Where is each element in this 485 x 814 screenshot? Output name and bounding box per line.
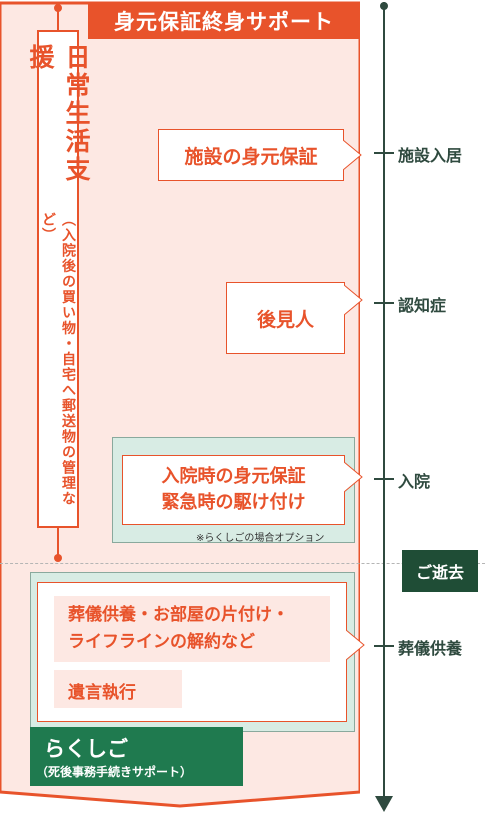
rakushigo-row3: 遺言執行 <box>68 683 136 703</box>
callout-guardian-label: 後見人 <box>256 308 314 331</box>
callout-hospital-pointer <box>344 462 363 492</box>
rakushigo-row1: 葬儀供養・お部屋の片付け・ <box>68 605 289 625</box>
option-note: ※らくしごの場合オプション <box>196 533 325 544</box>
timeline-label-funeral: 葬儀供養 <box>398 639 463 658</box>
daily-support-subtitle: （入院後の買い物・自宅へ郵送物の管理など） <box>40 212 76 507</box>
title: 身元保証終身サポート <box>114 10 334 34</box>
rakushigo-name: らくしご <box>44 737 128 761</box>
callout-facility-pointer <box>343 140 362 170</box>
timeline-tick-funeral <box>374 645 394 647</box>
callout-hospital-line2: 緊急時の駆け付け <box>161 492 306 513</box>
rakushigo-pointer <box>346 630 365 660</box>
departure-badge: ご逝去 <box>402 550 478 592</box>
callout-hospital-line1: 入院時の身元保証 <box>161 466 306 487</box>
departure-label: ご逝去 <box>415 563 464 582</box>
callout-hospital: 入院時の身元保証 緊急時の駆け付け <box>122 455 345 525</box>
callout-guardian-pointer <box>344 285 363 315</box>
rakushigo-row-funeral: 葬儀供養・お部屋の片付け・ ライフラインの解約など <box>54 596 330 662</box>
callout-facility-label: 施設の身元保証 <box>184 145 318 168</box>
rakushigo-name-band: らくしご （死後事務手続きサポート） <box>30 727 243 786</box>
daily-support-title: 日常生活支援 <box>26 44 91 184</box>
timeline-tick-facility <box>374 152 394 154</box>
timeline-label-hospital: 入院 <box>398 472 431 491</box>
passing-divider <box>0 563 485 564</box>
timeline-label-dementia: 認知症 <box>398 296 447 315</box>
callout-facility: 施設の身元保証 <box>158 129 344 181</box>
timeline-label-facility: 施設入居 <box>398 146 463 165</box>
title-band: 身元保証終身サポート <box>88 3 360 39</box>
rakushigo-row2: ライフラインの解約など <box>68 632 255 652</box>
daily-support-box: 日常生活支援 （入院後の買い物・自宅へ郵送物の管理など） <box>26 30 91 528</box>
timeline-tick-dementia <box>374 302 394 304</box>
rakushigo-subname: （死後事務手続きサポート） <box>36 765 193 779</box>
callout-guardian: 後見人 <box>226 282 345 354</box>
timeline-tick-hospital <box>374 478 394 480</box>
timeline-axis <box>375 2 393 812</box>
rakushigo-row-will: 遺言執行 <box>54 670 182 708</box>
